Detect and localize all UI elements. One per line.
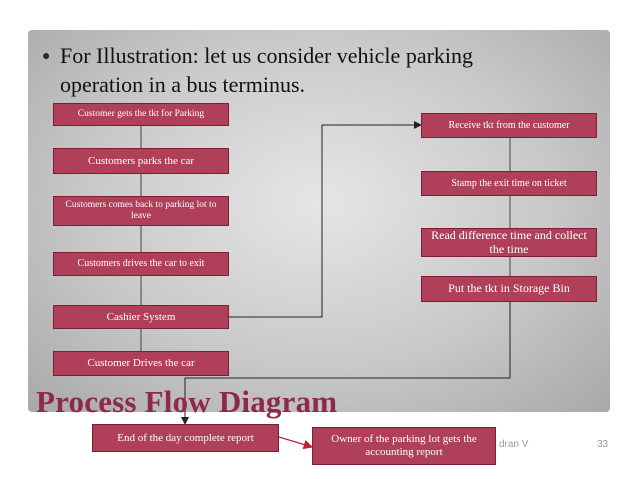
step-get-ticket: Customer gets the tkt for Parking [53,103,229,126]
step-stamp-exit-time: Stamp the exit time on ticket [421,171,597,196]
connector-bin-to-report [181,302,511,425]
step-drive-to-exit: Customers drives the car to exit [53,252,229,276]
step-cashier-system: Cashier System [53,305,229,329]
footer-author: dran V [499,439,529,450]
step-daily-report: End of the day complete report [92,424,279,452]
step-come-back: Customers comes back to parking lot to l… [53,196,229,226]
step-read-difference: Read difference time and collect the tim… [421,228,597,257]
connector-report-to-owner [278,436,314,450]
bullet-icon: ● [42,49,51,64]
step-owner-report: Owner of the parking lot gets the accoun… [312,427,496,465]
bullet-point: ● For Illustration: let us consider vehic… [42,42,602,99]
connector-cashier-to-receive [229,121,422,318]
step-park-car: Customers parks the car [53,148,229,174]
bullet-line-2: operation in a bus terminus. [60,72,306,97]
step-customer-drives: Customer Drives the car [53,351,229,376]
bullet-line-1: For Illustration: let us consider vehicl… [60,43,474,68]
step-receive-ticket: Receive tkt from the customer [421,113,597,138]
step-storage-bin: Put the tkt in Storage Bin [421,276,597,302]
footer-page-number: 33 [597,439,609,450]
slide-title: Process Flow Diagram [36,384,338,419]
